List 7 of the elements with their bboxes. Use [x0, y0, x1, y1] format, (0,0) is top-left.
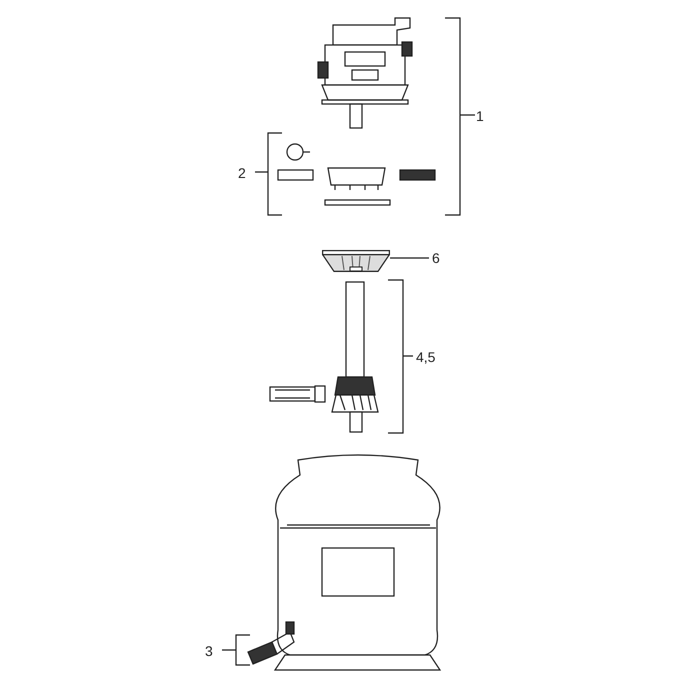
diffuser-drawing [322, 250, 390, 272]
callout-number: 3 [205, 643, 213, 659]
callout-number: 1 [476, 108, 484, 124]
callout-number: 6 [432, 250, 440, 266]
callout-number: 2 [238, 165, 246, 181]
callout-number: 4,5 [416, 349, 436, 365]
leader-line [390, 257, 429, 259]
